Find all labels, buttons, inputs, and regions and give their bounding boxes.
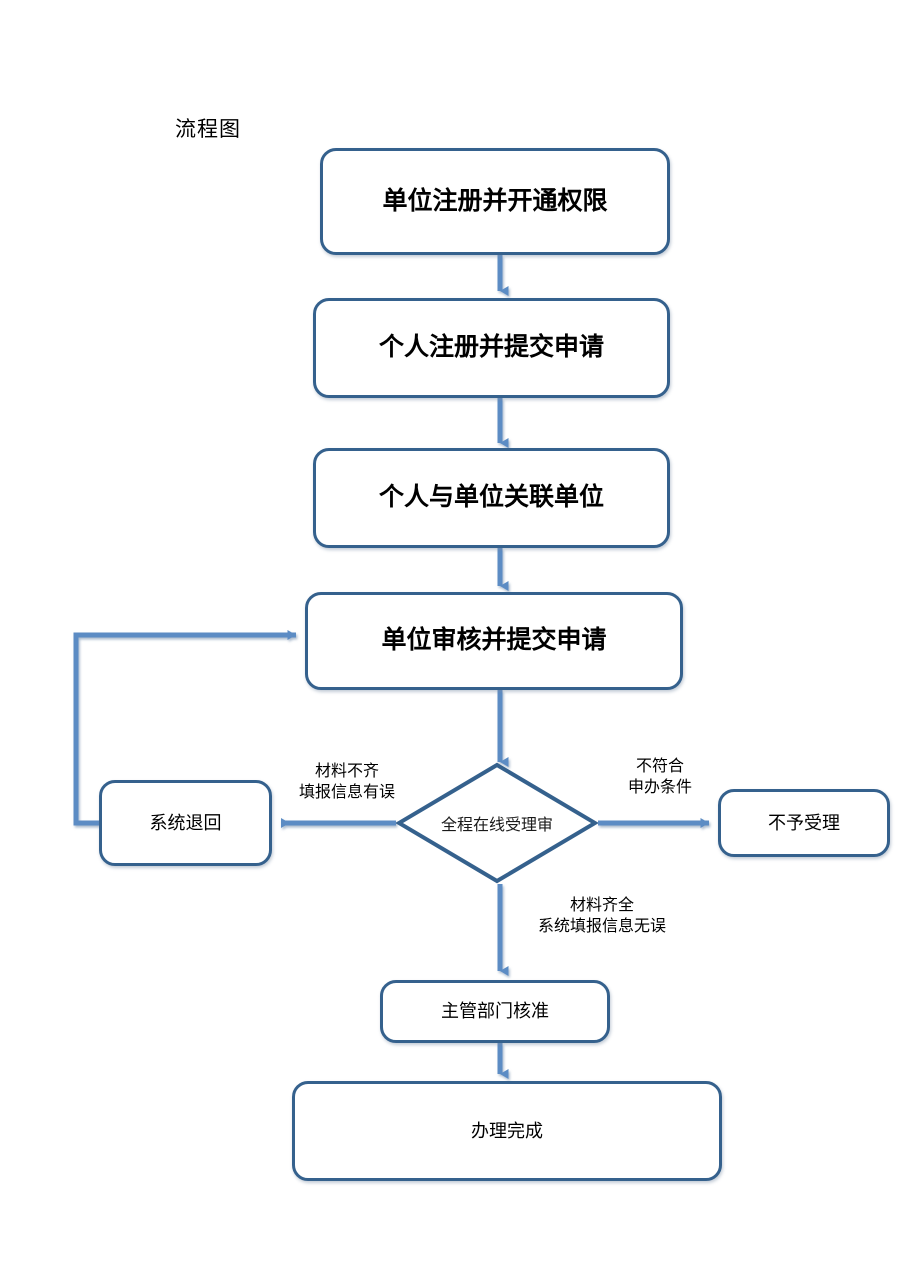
edge-label-right: 不符合 申办条件 xyxy=(605,757,715,799)
edge-label-left: 材料不齐 填报信息有误 xyxy=(282,762,412,804)
node-label: 主管部门核准 xyxy=(441,1001,549,1022)
node-label: 单位注册并开通权限 xyxy=(382,187,608,215)
edge-label-down-line1: 材料齐全 xyxy=(569,897,634,914)
node-system-return[interactable]: 系统退回 xyxy=(99,780,272,866)
edge-label-down: 材料齐全 系统填报信息无误 xyxy=(512,896,692,938)
node-label: 个人注册并提交申请 xyxy=(378,334,604,362)
edge-label-left-line1: 材料不齐 xyxy=(314,763,379,780)
node-unit-review[interactable]: 单位审核并提交申请 xyxy=(305,592,683,690)
decision-label: 全程在线受理审 xyxy=(440,817,553,834)
node-person-link[interactable]: 个人与单位关联单位 xyxy=(313,448,670,548)
edge-label-right-line1: 不符合 xyxy=(635,758,684,775)
node-person-register[interactable]: 个人注册并提交申请 xyxy=(313,298,670,398)
node-dept-approve[interactable]: 主管部门核准 xyxy=(380,980,610,1043)
diamond-shape xyxy=(396,762,598,884)
decision-online-review[interactable]: 全程在线受理审 xyxy=(396,762,598,884)
node-label: 单位审核并提交申请 xyxy=(381,627,607,655)
node-label: 办理完成 xyxy=(471,1120,543,1141)
node-label: 不予受理 xyxy=(768,812,840,833)
edge-label-down-line2: 系统填报信息无误 xyxy=(537,917,666,935)
node-unit-register[interactable]: 单位注册并开通权限 xyxy=(320,148,670,255)
node-label: 个人与单位关联单位 xyxy=(378,484,604,512)
edge-label-right-line2: 申办条件 xyxy=(627,778,692,796)
page-title: 流程图 xyxy=(175,117,241,141)
edge-label-left-line2: 填报信息有误 xyxy=(298,783,395,801)
node-complete[interactable]: 办理完成 xyxy=(292,1081,722,1181)
node-not-accepted[interactable]: 不予受理 xyxy=(718,789,890,857)
node-label: 系统退回 xyxy=(149,812,222,833)
